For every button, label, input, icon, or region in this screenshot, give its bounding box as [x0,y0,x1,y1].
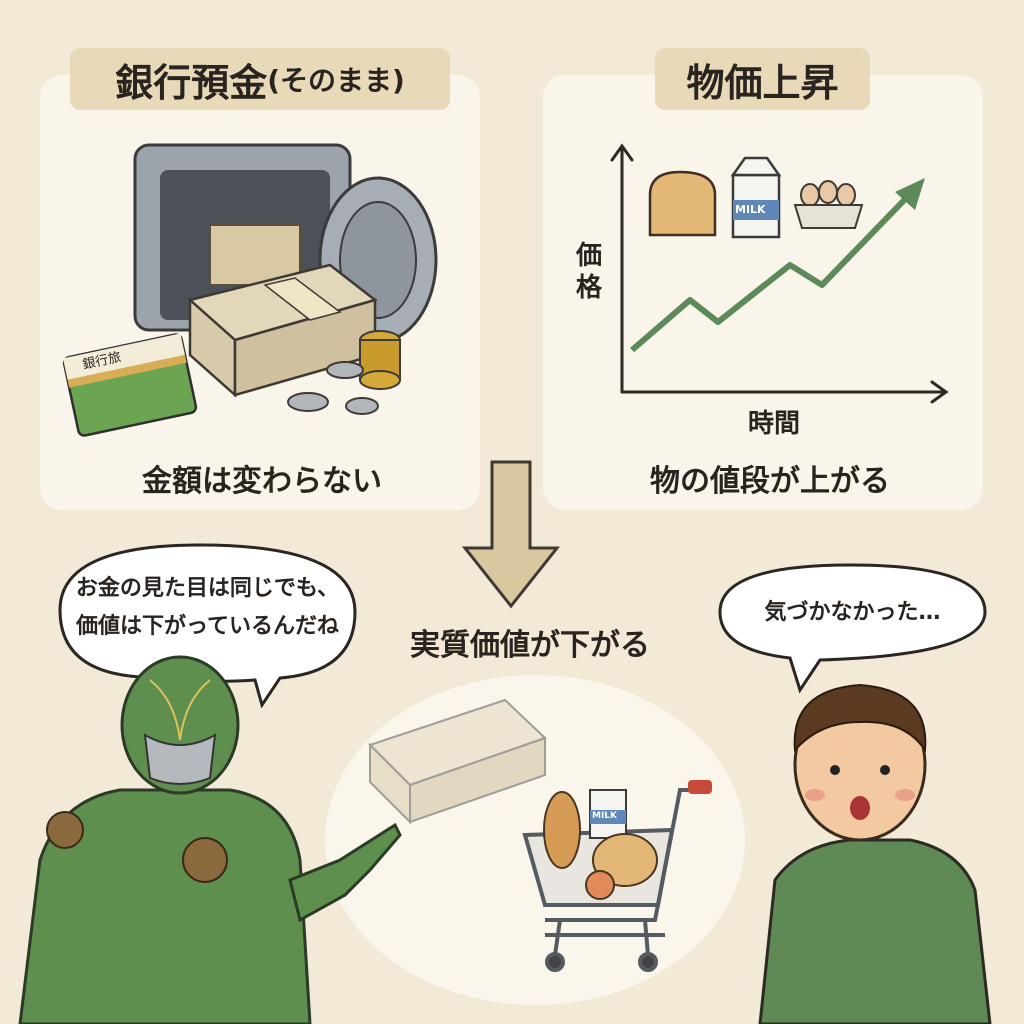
cash-stack-icon [187,263,378,398]
bank-deposit-title-suffix: (そのまま) [267,64,405,97]
bank-deposit-title: 銀行預金 (そのまま) [70,48,450,110]
boy-speech-text: 気づかなかった… [764,600,941,625]
price-chart [610,143,949,404]
boy-speech-bubble [718,563,987,694]
egg-carton-icon [793,180,864,229]
hero-speech-text: お金の見た目は同じでも、 価値は下がっているんだね [70,570,345,646]
down-arrow-icon [461,460,561,609]
real-value-drop-text: 実質価値が下がる [410,628,650,663]
coins-icon [287,330,401,415]
bank-deposit-title-text: 銀行預金 [115,60,268,105]
x-axis-label: 時間 [748,409,801,439]
milk-carton-icon [730,156,782,239]
boy-character [758,683,992,1024]
price-rise-panel [543,75,983,510]
price-rise-title: 物価上昇 [655,48,870,110]
green-hero-character [18,655,402,1024]
passbook-icon [62,333,198,437]
trend-arrowhead [895,178,925,210]
cart-milk-label: MILK [592,811,618,821]
x-axis [620,380,949,404]
hero-speech-bubble [58,543,357,709]
y-axis-label: 価格 [576,241,603,303]
hero-speech-line-2: 価値は下がっているんだね [76,614,339,639]
faded-cash-icon [368,698,547,825]
bread-icon [648,170,717,237]
baguette-icon [543,791,581,869]
hero-speech-line-1: お金の見た目は同じでも、 [75,576,340,601]
bank-deposit-caption: 金額は変わらない [142,464,382,499]
milk-label: MILK [735,203,766,216]
price-rise-caption: 物の値段が上がる [650,464,890,499]
price-trend-line [630,189,915,353]
price-rise-title-text: 物価上昇 [686,60,839,105]
y-axis [610,143,634,394]
